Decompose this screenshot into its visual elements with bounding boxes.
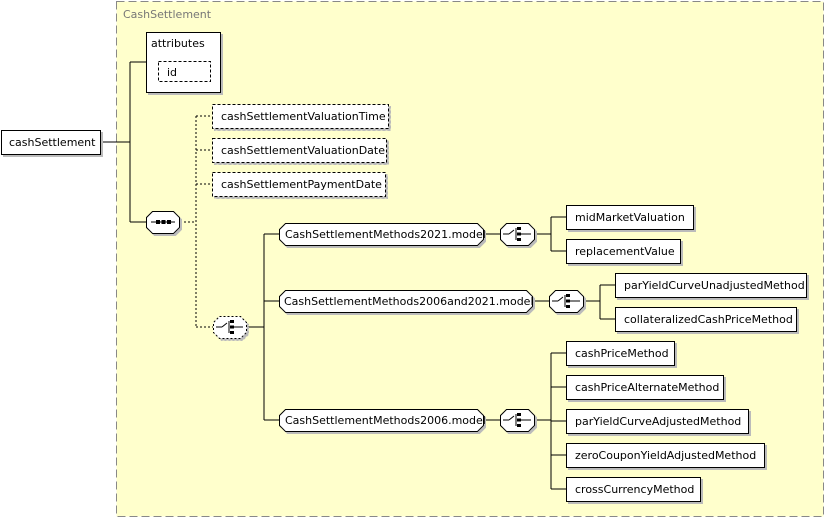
root-element-label: cashSettlement <box>9 136 96 149</box>
model-label-2021: CashSettlementMethods2021.model <box>285 228 486 241</box>
choice-compositor-icon[interactable] <box>500 223 535 246</box>
attribute-id-box[interactable] <box>158 61 211 82</box>
element-box-cash-price-alternate-method[interactable] <box>566 375 724 400</box>
element-label-collateralized-cash-price: collateralizedCashPriceMethod <box>624 313 793 326</box>
optional-connectors <box>180 115 213 328</box>
root-element-box[interactable] <box>1 130 101 155</box>
choice-compositor-icon[interactable] <box>549 290 584 313</box>
element-box-valuation-time[interactable] <box>212 104 389 129</box>
element-label-cash-price-alternate-method: cashPriceAlternateMethod <box>575 381 719 394</box>
element-box-cross-currency-method[interactable] <box>566 477 701 502</box>
model-group-2006and2021[interactable] <box>279 290 533 313</box>
choice-compositor-icon[interactable] <box>213 316 247 339</box>
element-box-zero-coupon-yield-adjusted[interactable] <box>566 443 765 468</box>
element-label-par-yield-curve-adjusted: parYieldCurveAdjustedMethod <box>575 415 741 428</box>
group-box <box>116 1 824 517</box>
element-box-par-yield-curve-unadjusted[interactable] <box>615 273 807 298</box>
element-box-cash-price-method[interactable] <box>566 341 675 366</box>
element-box-valuation-date[interactable] <box>212 138 387 163</box>
element-label-mid-market-valuation: midMarketValuation <box>575 211 685 224</box>
attributes-label: attributes <box>151 37 205 50</box>
group-title: CashSettlement <box>123 8 212 21</box>
element-label-replacement-value: replacementValue <box>575 245 675 258</box>
model-group-2006[interactable] <box>279 409 484 432</box>
attribute-id-label: id <box>167 66 177 79</box>
element-label-par-yield-curve-unadjusted: parYieldCurveUnadjustedMethod <box>624 279 805 292</box>
element-box-collateralized-cash-price[interactable] <box>615 307 797 332</box>
element-box-par-yield-curve-adjusted[interactable] <box>566 409 749 434</box>
sequence-compositor-icon[interactable] <box>146 211 180 234</box>
element-label-valuation-date: cashSettlementValuationDate <box>221 144 385 157</box>
element-label-cross-currency-method: crossCurrencyMethod <box>575 483 694 496</box>
model-label-2006: CashSettlementMethods2006.model <box>285 414 486 427</box>
connectors <box>101 61 615 490</box>
element-label-cash-price-method: cashPriceMethod <box>575 347 669 360</box>
element-box-payment-date[interactable] <box>212 172 386 197</box>
element-box-mid-market-valuation[interactable] <box>566 205 694 230</box>
model-group-2021[interactable] <box>279 223 484 246</box>
element-box-replacement-value[interactable] <box>566 239 681 264</box>
choice-compositor-icon[interactable] <box>500 409 535 432</box>
element-label-valuation-time: cashSettlementValuationTime <box>221 110 386 123</box>
element-label-zero-coupon-yield-adjusted: zeroCouponYieldAdjustedMethod <box>575 449 756 462</box>
element-label-payment-date: cashSettlementPaymentDate <box>221 178 382 191</box>
model-label-2006and2021: CashSettlementMethods2006and2021.model <box>284 295 534 308</box>
